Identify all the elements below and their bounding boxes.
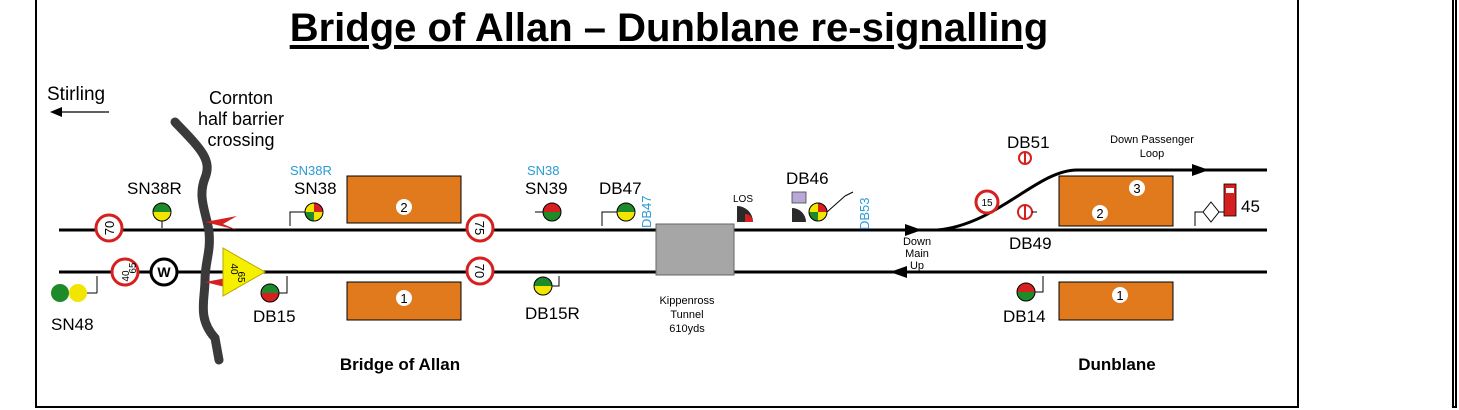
crossing-label-line3: crossing [207,130,274,150]
station-name: Bridge of Allan [340,355,460,374]
speed-sign: 70 [465,256,495,286]
speed-sign: 75 [465,213,495,243]
signal-label: DB46 [786,169,829,188]
signal-label: DB49 [1009,234,1052,253]
crossing-label-line2: half barrier [198,109,284,129]
loop-label: Loop [1140,148,1164,160]
warning-value-bottom: 65 [235,271,246,283]
platform-number: 3 [1133,181,1140,196]
signal-sn39-icon [535,202,562,222]
speed-value: 70 [102,221,117,235]
barrier-up-icon [205,216,237,230]
arrow-left-icon [50,107,109,117]
speed-value: 70 [472,264,487,278]
platform-number-badge: 2 [1092,205,1108,221]
side-frame [1452,0,1457,408]
track-diagram: Stirling Cornton half barrier crossing 2… [47,84,1267,374]
platform-number: 1 [400,291,407,306]
speed-value-bottom: 65 [128,262,139,274]
signal-label: SN38 [294,179,337,198]
signal-label: DB15 [253,307,296,326]
signal-db15r-icon [533,276,560,296]
speed-value: 75 [472,221,487,235]
platform-number-badge: 2 [396,199,412,215]
signal-label: DB15R [525,304,580,323]
direction-label: Stirling [47,84,105,105]
platform-number: 2 [1096,206,1103,221]
speed-value-top: 40 [121,270,132,282]
platform-number-badge: 3 [1129,180,1145,196]
los-indicator-icon [737,206,753,222]
signal-db46-icon [791,191,854,222]
main-line-label: Down [903,236,931,248]
signal-label: DB14 [1003,307,1046,326]
signal-db49-icon [1017,204,1037,220]
signal-sn38-icon [289,202,324,226]
speed-warning-triangle: 40 65 [222,247,267,297]
tunnel-label: Tunnel [670,309,703,321]
signal-db15-icon [260,276,288,303]
platform-number: 2 [400,200,407,215]
loop-label: Down Passenger [1110,134,1194,146]
crossing-label-line1: Cornton [209,88,273,108]
signal-label: SN48 [51,315,94,334]
speed-value: 15 [981,198,993,209]
signal-label: SN39 [525,179,568,198]
signal-label: DB47 [599,179,642,198]
speed-sign-dual: 40 65 [110,257,140,287]
page-title: Bridge of Allan – Dunblane re-signalling [289,6,1049,50]
tunnel-name: Kippenross [659,295,715,307]
whistle-letter: W [157,264,171,280]
arrow-right-icon [905,224,922,236]
station-name: Dunblane [1078,355,1155,374]
diagram-frame: Bridge of Allan – Dunblane re-signalling… [35,0,1299,408]
tunnel-length: 610yds [669,323,705,335]
main-line-label: Main [905,248,929,260]
whistle-board: W [149,257,179,287]
arrow-right-icon [1192,164,1209,176]
stop-board-label: 45 [1241,197,1260,216]
signal-label-blue: DB47 [639,195,654,228]
signal-label: SN38R [127,179,182,198]
tunnel-box [655,223,735,276]
stop-board-icon [1194,183,1237,226]
signal-label-blue: SN38 [527,163,560,178]
arrow-left-icon [890,266,907,278]
warning-value-top: 40 [228,263,239,275]
signal-sn38r-icon [152,202,172,228]
signal-label: DB51 [1007,133,1050,152]
signal-label-blue: DB53 [857,197,872,230]
down-passenger-loop-track [936,168,1267,232]
signal-label-blue: SN38R [290,163,332,178]
platform-number: 1 [1116,288,1123,303]
speed-sign: 15 [974,189,1000,215]
speed-sign: 70 [94,213,124,243]
los-label: LOS [733,194,753,205]
signal-db47-icon [601,202,636,226]
main-line-label: Up [910,260,924,272]
platform-number-badge: 1 [396,290,412,306]
signal-db14-icon [1016,276,1044,302]
platform-number-badge: 1 [1112,287,1128,303]
signal-db51-icon [1018,151,1032,165]
signal-sn48-icon [51,276,98,302]
road-crossing [170,117,224,365]
platform-dunblane-up [1058,175,1174,227]
